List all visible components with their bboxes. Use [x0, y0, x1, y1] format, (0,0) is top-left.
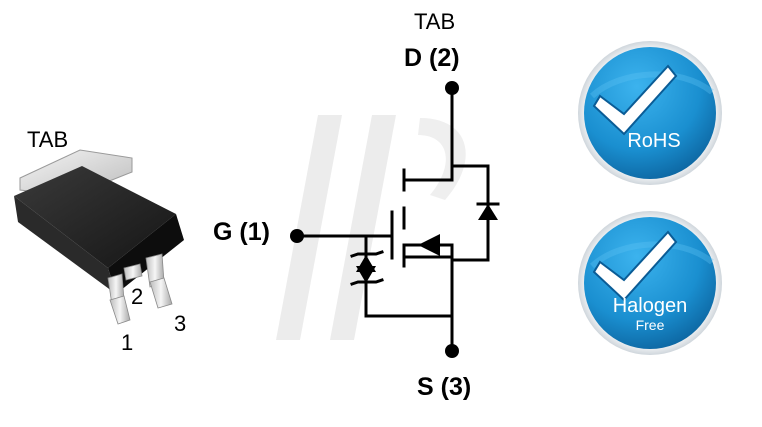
package-pin-2-stub: [123, 263, 143, 281]
halogen-badge-label-line2: Free: [635, 317, 665, 333]
zener-bar-bottom: [350, 278, 384, 286]
zener-bar-top: [350, 250, 384, 258]
body-arrow: [418, 234, 440, 256]
halogen-checkmark-icon: [592, 230, 678, 302]
package-pin-3-lead: [145, 253, 173, 309]
pin-3-label: 3: [174, 311, 187, 336]
symbol-tab-label: TAB: [414, 9, 456, 34]
gate-label: G (1): [213, 218, 270, 246]
pin-1-label: 1: [121, 330, 134, 355]
halogen-free-badge: [578, 211, 722, 355]
package-tab-label: TAB: [27, 127, 69, 152]
pin-2-label: 2: [131, 284, 144, 309]
drain-terminal-dot: [445, 81, 459, 95]
rohs-checkmark-icon: [592, 64, 678, 136]
halogen-badge-label-line1: Halogen: [612, 295, 688, 317]
rohs-badge: [578, 41, 722, 185]
drain-label: D (2): [404, 44, 460, 72]
source-terminal-dot: [445, 344, 459, 358]
body-diode-triangle: [478, 204, 498, 220]
rohs-badge-label: RoHS: [627, 130, 681, 152]
zener-triangle-lower: [356, 266, 376, 283]
source-label: S (3): [417, 373, 472, 401]
gate-terminal-dot: [290, 229, 304, 243]
package-pin-1-lead: [107, 273, 131, 325]
